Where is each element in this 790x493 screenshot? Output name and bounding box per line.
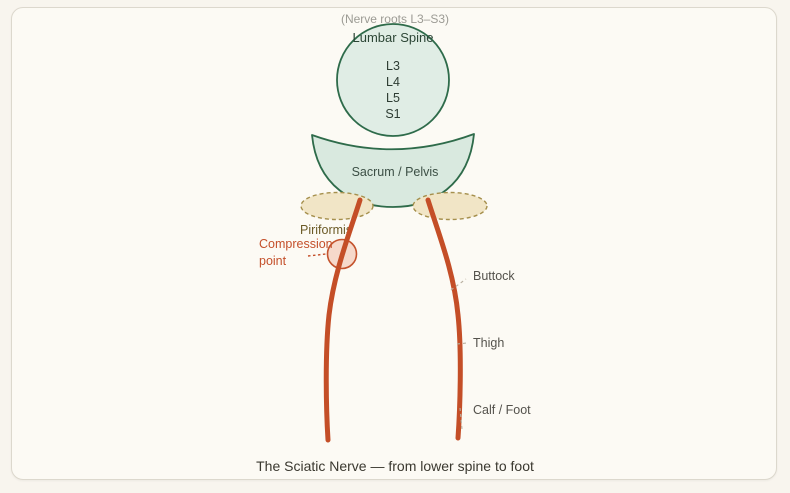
diagram-caption: The Sciatic Nerve — from lower spine to …	[256, 458, 534, 474]
buttock-label: Buttock	[473, 269, 515, 283]
lumbar-spine-circle	[336, 23, 450, 137]
piriformis-left-ellipse	[300, 191, 374, 221]
sacrum-pelvis-label: Sacrum / Pelvis	[352, 165, 439, 179]
thigh-label: Thigh	[473, 336, 504, 350]
compression-label-line1: Compression	[259, 237, 333, 251]
sacrum-pelvis-shape	[311, 133, 475, 208]
nerve-root-l5: L5	[386, 91, 400, 105]
nerve-roots-note: (Nerve roots L3–S3)	[341, 12, 449, 26]
piriformis-label: Piriformis	[300, 223, 352, 237]
calf-foot-label: Calf / Foot	[473, 403, 531, 417]
compression-label-line2: point	[259, 254, 287, 268]
compression-leader-line	[307, 253, 327, 257]
lumbar-spine-label: Lumbar Spine	[353, 30, 434, 45]
nerve-root-s1: S1	[385, 107, 400, 121]
piriformis-right-ellipse	[412, 191, 488, 221]
nerve-root-l3: L3	[386, 59, 400, 73]
thigh-leader-line	[456, 342, 468, 345]
nerve-root-l4: L4	[386, 75, 400, 89]
sciatic-nerve-right	[425, 197, 463, 441]
sciatic-nerve-left	[323, 197, 363, 443]
